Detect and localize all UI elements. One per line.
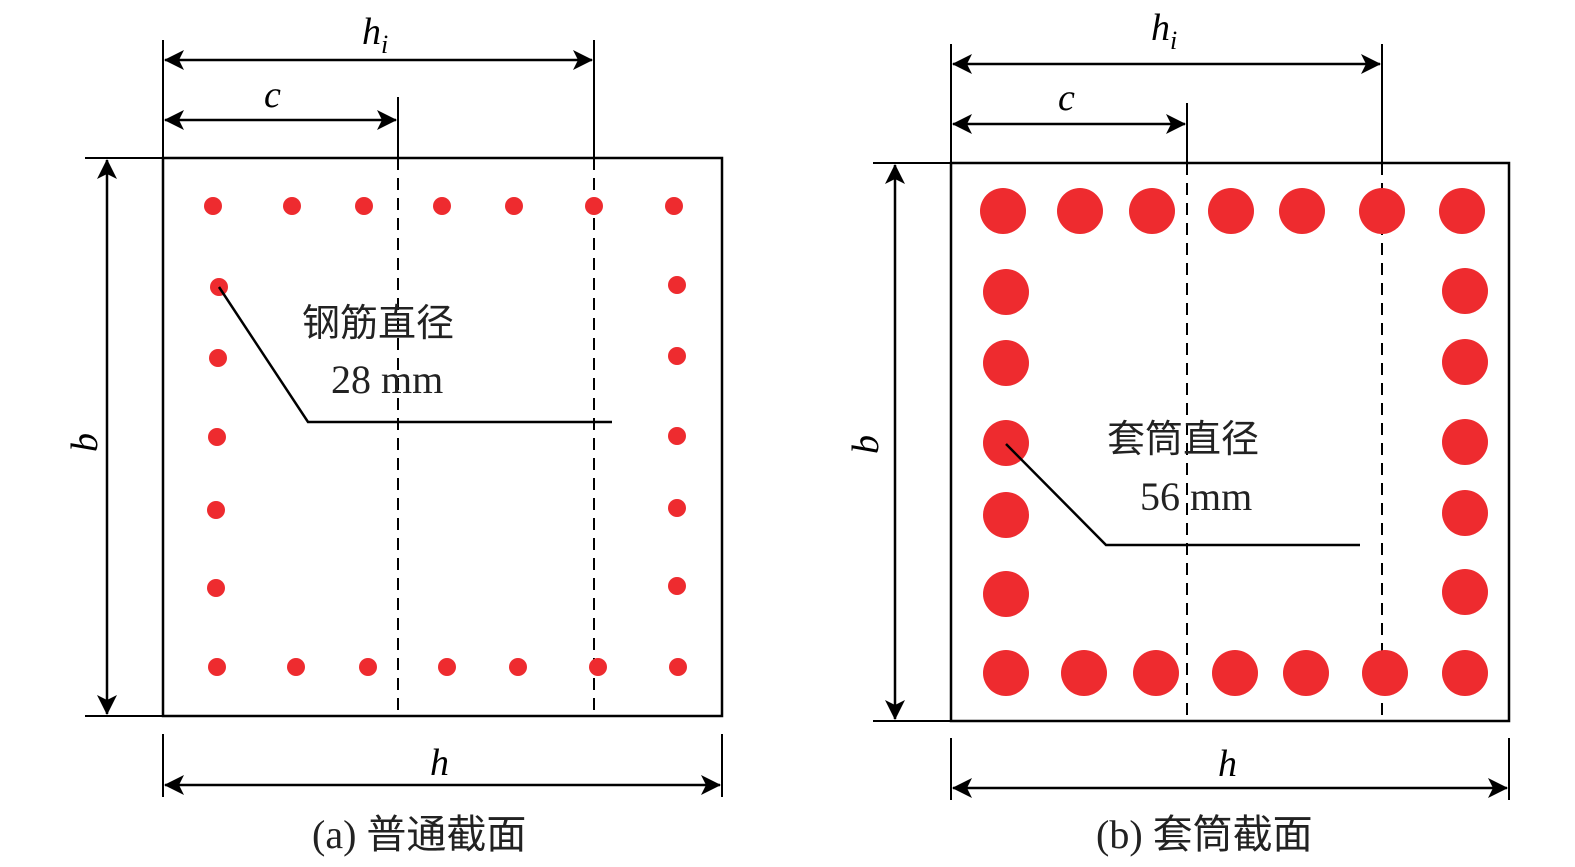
rebar-dot-left-2 — [208, 428, 226, 446]
rebar-dot-right-4 — [668, 577, 686, 595]
rebar-dot-left-3 — [207, 501, 225, 519]
rebar-dot-top-2 — [355, 197, 373, 215]
sleeve-dot-left-0 — [983, 269, 1029, 315]
annotation-line2-a: 28 mm — [331, 357, 443, 402]
sleeve-dots-b — [980, 188, 1488, 696]
rebar-dot-top-0 — [204, 197, 222, 215]
annotation-line2-b: 56 mm — [1140, 474, 1252, 519]
sleeve-dot-top-4 — [1279, 188, 1325, 234]
rebar-dot-bottom-3 — [438, 658, 456, 676]
sleeve-dot-bottom-6 — [1442, 650, 1488, 696]
annotation-line1-a: 钢筋直径 — [302, 301, 454, 345]
rebar-dot-top-3 — [433, 197, 451, 215]
rebar-dot-bottom-6 — [669, 658, 687, 676]
dim-label-h-a: h — [430, 742, 449, 784]
sleeve-dot-right-0 — [1442, 268, 1488, 314]
section-outline-b — [949, 161, 1511, 723]
section-outline-a — [161, 156, 724, 718]
sleeve-dot-top-2 — [1129, 188, 1175, 234]
caption-a: (a) 普通截面 — [312, 812, 526, 857]
annotation-line1-b: 套筒直径 — [1107, 417, 1259, 461]
rebar-dot-right-3 — [668, 499, 686, 517]
rebar-dot-right-2 — [668, 427, 686, 445]
sleeve-dot-right-2 — [1442, 419, 1488, 465]
rebar-dot-bottom-5 — [589, 658, 607, 676]
sleeve-dot-bottom-1 — [1061, 650, 1107, 696]
rebar-dot-bottom-4 — [509, 658, 527, 676]
rebar-dot-bottom-1 — [287, 658, 305, 676]
rebar-dot-top-1 — [283, 197, 301, 215]
dim-label-b-b: b — [845, 435, 887, 454]
panel-a: hi c b h 钢筋直径 28 mm (a) 普通截面 — [64, 11, 724, 857]
sleeve-dot-bottom-0 — [983, 650, 1029, 696]
rebar-dot-left-4 — [207, 579, 225, 597]
dim-label-hi-main-b: h — [1151, 7, 1170, 49]
sleeve-dot-left-3 — [983, 492, 1029, 538]
sleeve-dot-left-4 — [983, 571, 1029, 617]
dim-label-c-b: c — [1058, 77, 1075, 119]
rebar-dot-bottom-0 — [208, 658, 226, 676]
rebar-dot-left-1 — [209, 349, 227, 367]
sleeve-dot-top-0 — [980, 188, 1026, 234]
sleeve-dot-bottom-2 — [1133, 650, 1179, 696]
dim-label-hi-sub-a: i — [381, 30, 388, 59]
rebar-dot-right-0 — [668, 276, 686, 294]
dim-label-hi-main-a: h — [362, 11, 381, 53]
sleeve-dot-right-1 — [1442, 339, 1488, 385]
caption-b: (b) 套筒截面 — [1096, 812, 1313, 857]
sleeve-dot-bottom-3 — [1212, 650, 1258, 696]
leader-line-a — [217, 286, 612, 424]
dim-label-c-a: c — [264, 74, 281, 116]
dim-label-hi-b: hi — [1151, 7, 1177, 55]
dim-label-hi-sub-b: i — [1170, 26, 1177, 55]
sleeve-dot-bottom-5 — [1362, 650, 1408, 696]
sleeve-dot-right-3 — [1442, 490, 1488, 536]
rebar-dot-top-5 — [585, 197, 603, 215]
dim-label-b-a: b — [64, 433, 106, 452]
dim-label-hi-a: hi — [362, 11, 388, 59]
rebar-dot-bottom-2 — [359, 658, 377, 676]
sleeve-dot-top-3 — [1208, 188, 1254, 234]
sleeve-dot-top-5 — [1359, 188, 1405, 234]
dim-label-h-b: h — [1218, 743, 1237, 785]
leader-line-b — [1005, 443, 1360, 547]
rebar-dot-top-4 — [505, 197, 523, 215]
rebar-dots-a — [204, 197, 687, 676]
rebar-dot-right-1 — [668, 347, 686, 365]
sleeve-dot-right-4 — [1442, 569, 1488, 615]
sleeve-dot-top-1 — [1057, 188, 1103, 234]
panel-b: hi c b h 套筒直径 56 mm (b) 套筒截面 — [845, 7, 1511, 857]
sleeve-dot-bottom-4 — [1283, 650, 1329, 696]
sleeve-dot-left-1 — [983, 340, 1029, 386]
rebar-dot-top-6 — [665, 197, 683, 215]
sleeve-dot-top-6 — [1439, 188, 1485, 234]
